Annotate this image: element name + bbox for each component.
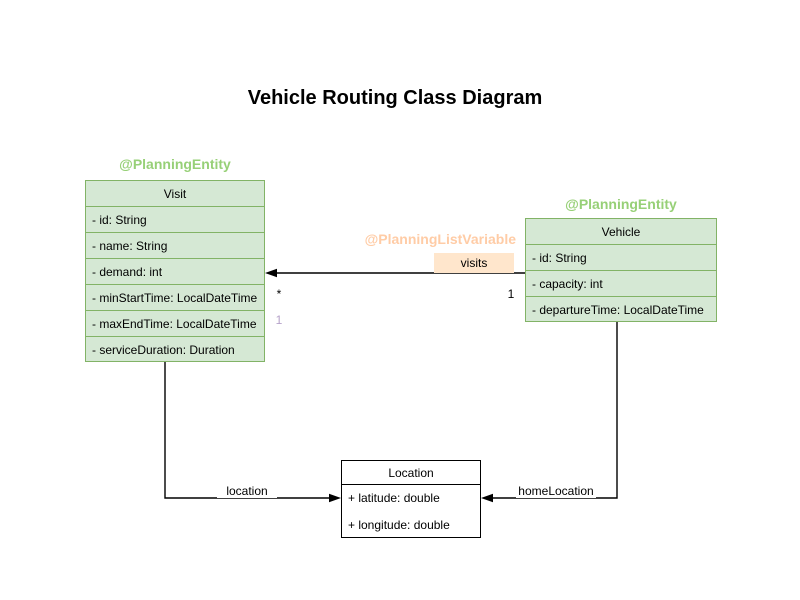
location-attribute-longitude: + longitude: double xyxy=(348,518,450,532)
visit-attribute-name: - name: String xyxy=(86,233,264,259)
visits-target-multiplicity: * xyxy=(276,287,282,301)
visit-attribute-service-duration: - serviceDuration: Duration xyxy=(92,343,235,357)
vehicle-planning-entity-annotation: @PlanningEntity xyxy=(565,196,677,212)
diagram-title: Vehicle Routing Class Diagram xyxy=(247,87,543,109)
home-location-edge-line xyxy=(493,322,618,499)
location-edge-arrowhead xyxy=(329,493,341,503)
visit-attribute-max-end-time: - maxEndTime: LocalDateTime xyxy=(86,311,264,337)
location-class-box: Location + latitude: double + longitude:… xyxy=(341,460,481,538)
location-attribute-latitude: + latitude: double xyxy=(348,491,440,505)
vehicle-attribute-id: - id: String xyxy=(526,245,716,271)
visit-attribute-min-start-time: - minStartTime: LocalDateTime xyxy=(86,285,264,311)
visits-edge-label: visits xyxy=(434,253,514,273)
visit-planning-entity-annotation: @PlanningEntity xyxy=(119,156,231,172)
home-location-edge-label: homeLocation xyxy=(516,484,596,498)
visits-secondary-multiplicity: 1 xyxy=(275,313,283,327)
visit-attribute-id: - id: String xyxy=(86,207,264,233)
location-edge xyxy=(164,362,341,503)
vehicle-class-name: Vehicle xyxy=(526,219,716,245)
vehicle-class-box: Vehicle - id: String - capacity: int - d… xyxy=(525,218,717,322)
visit-class-box: Visit - id: String - name: String - dema… xyxy=(85,180,265,362)
home-location-edge-arrowhead xyxy=(481,493,493,503)
visits-edge-arrowhead xyxy=(265,268,277,278)
location-edge-label: location xyxy=(217,484,277,498)
vehicle-attribute-departure-time: - departureTime: LocalDateTime xyxy=(532,303,704,317)
visit-attribute-demand: - demand: int xyxy=(86,259,264,285)
visit-class-name: Visit xyxy=(86,181,264,207)
vehicle-attribute-capacity: - capacity: int xyxy=(526,271,716,297)
location-edge-line xyxy=(164,362,329,499)
planning-list-variable-annotation: @PlanningListVariable xyxy=(364,231,516,247)
location-class-name: Location xyxy=(342,461,480,485)
home-location-edge xyxy=(481,322,618,503)
visits-source-multiplicity: 1 xyxy=(507,287,515,301)
visits-edge xyxy=(265,268,525,278)
